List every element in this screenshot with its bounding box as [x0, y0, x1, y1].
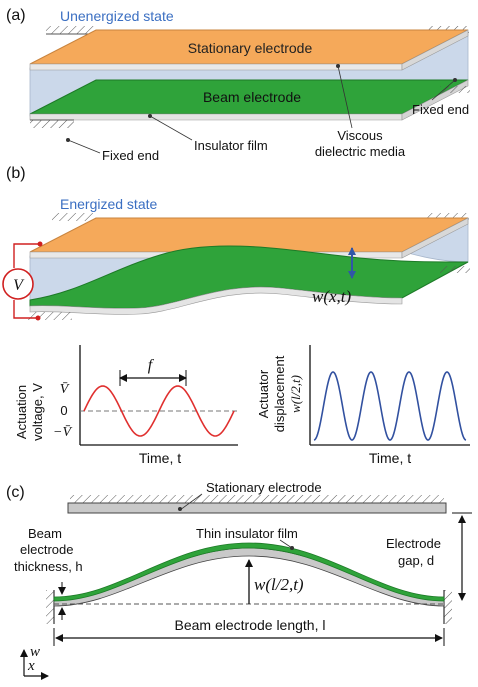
viscous-label-line2: dielectric media	[315, 144, 406, 159]
insulator-film-label-c: Thin insulator film	[196, 526, 298, 541]
voltage-xlabel: Time, t	[139, 450, 181, 466]
voltage-source: V	[2, 241, 43, 321]
stationary-plate-hatch	[70, 495, 444, 503]
stationary-electrode-label-c: Stationary electrode	[206, 480, 322, 495]
length-label: Beam electrode length, l	[175, 617, 326, 633]
beam-thickness-line3: thickness, h	[14, 559, 83, 574]
fixed-end-left-label: Fixed end	[102, 148, 159, 163]
left-wall	[46, 590, 55, 624]
voltage-plot: Actuation voltage, V V̄ 0 −V̄ f Time, t	[14, 345, 238, 466]
top-left-hatch	[46, 26, 96, 35]
voltage-tick-zero: 0	[60, 403, 67, 418]
panel-b-title: Energized state	[60, 196, 157, 212]
panel-a-label: (a)	[6, 7, 26, 24]
bottom-right-hatch	[440, 86, 470, 93]
displacement-label-b: w(x,t)	[312, 287, 352, 306]
displacement-plot: Actuator displacement w(l/2,t) Time, t	[256, 345, 470, 466]
voltage-curve	[83, 385, 235, 437]
voltage-symbol-text: V	[13, 277, 25, 294]
panel-b-label: (b)	[6, 165, 26, 182]
frequency-label: f	[148, 357, 155, 374]
stationary-electrode-label-a: Stationary electrode	[188, 40, 313, 56]
panel-b: (b) Energized state V	[2, 165, 470, 321]
axis-w-label: w	[30, 644, 40, 660]
displacement-ylabel-line1: Actuator	[256, 369, 271, 418]
coordinate-axes: w x	[20, 644, 49, 680]
voltage-ylabel-line2: voltage, V	[30, 383, 45, 441]
panel-a: (a) Unenergized state Stationary electro…	[6, 7, 470, 163]
axis-x-label: x	[27, 658, 35, 674]
voltage-tick-top: V̄	[60, 382, 70, 397]
beam-green-film-c	[53, 542, 445, 602]
displacement-ylabel-line3: w(l/2,t)	[288, 375, 303, 413]
beam-thickness-line1: Beam	[28, 526, 62, 541]
top-hatch-b	[52, 213, 469, 221]
panel-c: (c) Stationary electrode w(l/2,t) Thin i…	[6, 480, 472, 680]
gap-label-line2: gap, d	[398, 553, 434, 568]
bottom-left-hatch	[30, 119, 74, 128]
viscous-label-line1: Viscous	[337, 128, 383, 143]
bottom-left-hatch-b	[28, 312, 72, 320]
displacement-ylabel-line2: displacement	[272, 355, 287, 432]
voltage-ylabel-line1: Actuation	[14, 385, 29, 439]
voltage-source-symbol	[2, 268, 34, 300]
panel-c-label: (c)	[6, 484, 25, 501]
fixed-end-right-label: Fixed end	[412, 102, 469, 117]
beam-thickness-line2: electrode	[20, 542, 73, 557]
voltage-tick-bottom: −V̄	[53, 425, 72, 440]
panel-a-title: Unenergized state	[60, 8, 174, 24]
right-wall	[443, 590, 452, 624]
insulator-film-label-a: Insulator film	[194, 138, 268, 153]
displacement-xlabel: Time, t	[369, 450, 411, 466]
midpoint-label: w(l/2,t)	[254, 575, 304, 594]
right-hatch-b	[440, 266, 470, 273]
gap-label-line1: Electrode	[386, 536, 441, 551]
stationary-electrode-c	[67, 502, 447, 514]
beam-electrode-label-a: Beam electrode	[203, 89, 301, 105]
displacement-curve	[313, 371, 467, 441]
